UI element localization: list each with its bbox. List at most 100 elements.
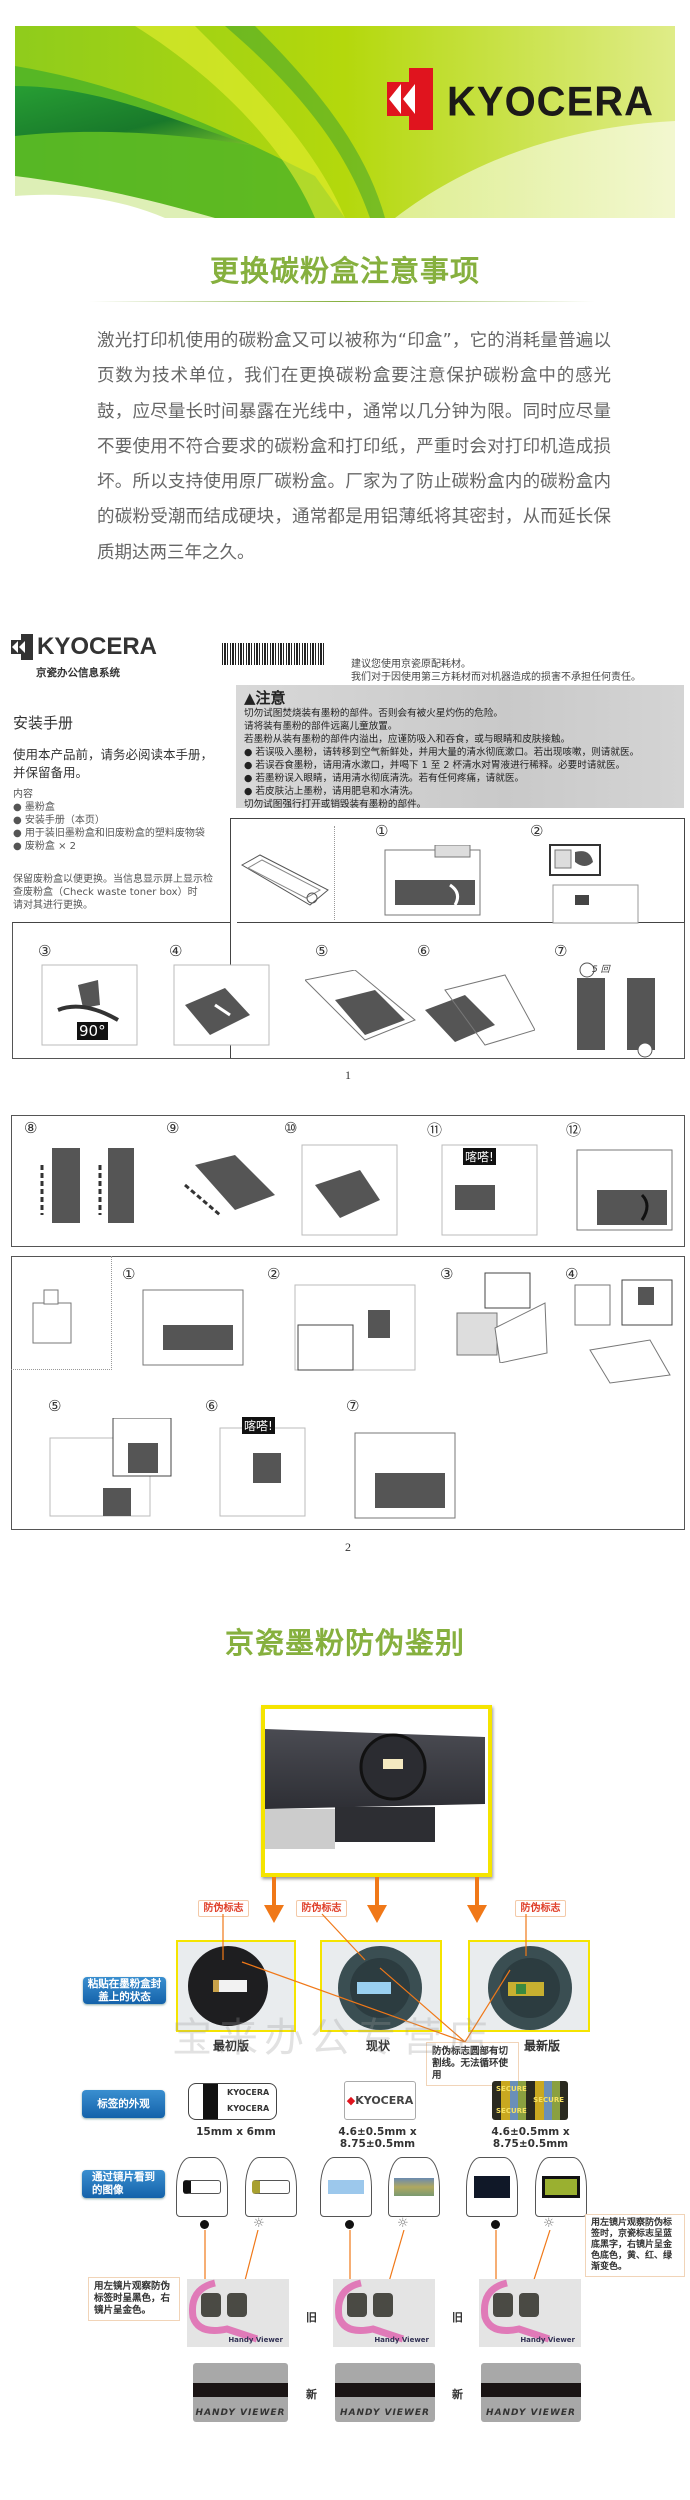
close-front-cover-illustration: [354, 1432, 456, 1519]
step-number: ④: [169, 942, 183, 960]
contents-item: 安装手册（本页）: [24, 815, 105, 826]
handy-viewer-new: HANDY VIEWER: [335, 2363, 435, 2422]
manual-brand: KYOCERA: [37, 633, 158, 660]
manual-intro: 使用本产品前，请务必阅读本手册， 并保留备用。: [13, 746, 213, 782]
intro-line: 使用本产品前，请务必阅读本手册，: [13, 747, 214, 762]
handy-viewer-new: HANDY VIEWER: [481, 2363, 581, 2422]
intro-line: 并保留备用。: [13, 765, 89, 780]
manual-notice: 建议您使用京瓷原配耗材。 我们对于因使用第三方耗材而对机器造成的损害不承担任何责…: [351, 658, 641, 684]
version-caption: 现状: [365, 2039, 390, 2053]
handy-viewer-text: Handy Viewer: [374, 2336, 429, 2344]
section-title-anti-counterfeit: 京瓷墨粉防伪鉴别: [224, 1626, 465, 1660]
shake-toner-illustration: [577, 962, 655, 1058]
step-number: ⑫: [566, 1121, 582, 1139]
manual-company: 京瓷办公信息系统: [36, 667, 120, 679]
row-label-lens-view: 通过镜片看到的图像: [82, 2170, 165, 2198]
contents-label: 内容: [13, 789, 33, 800]
version-caption: 最初版: [212, 2039, 249, 2053]
step-number: ⑧: [24, 1119, 38, 1137]
steps-frame-8-12: [11, 1115, 685, 1247]
click-label: 喀嗒!: [242, 1417, 275, 1434]
caution-line: ● 若皮肤沾上墨粉，请用肥皂和水清洗。: [244, 786, 419, 797]
shake-count-label: 5 回: [592, 965, 610, 975]
caution-line: 请将装有墨粉的部件远离儿童放置。: [244, 721, 398, 732]
label-brand-text: KYOCERA: [227, 2088, 270, 2097]
magnifier-viewer-graphic: [334, 2279, 405, 2343]
close-cover-illustration: [576, 1149, 673, 1231]
install-waste-box-illustration: [574, 1279, 673, 1384]
label-sample-original: KYOCERA KYOCERA: [188, 2083, 277, 2120]
kyocera-banner: [15, 26, 675, 218]
open-front-cover-illustration: [142, 1289, 244, 1366]
lens-view-right: [388, 2157, 440, 2217]
caution-line: ● 若误吞食墨粉，请用清水漱口，并喝下 1 至 2 杯清水对胃液进行稀释。必要时…: [244, 760, 626, 771]
contents-item: 废粉盒 × 2: [24, 841, 77, 852]
row-label-appearance: 标签的外观: [82, 2090, 165, 2118]
watermark: 宝来办公专营店: [172, 2015, 494, 2061]
handy-viewer-text: HANDY VIEWER: [195, 2408, 286, 2418]
black-strip: [203, 2084, 218, 2119]
kyocera-wordmark: KYOCERA: [447, 78, 655, 126]
handy-viewer-old: Handy Viewer: [333, 2279, 435, 2347]
dark-lens-icon: [200, 2220, 209, 2229]
title-divider: [89, 301, 595, 302]
cut-line-callout: 防伪标志圆部有切割线。无法循环使用: [426, 2042, 519, 2086]
note-line: 请对其进行更换。: [13, 900, 93, 911]
viewer-window-bar: [193, 2383, 288, 2397]
magnifier-viewer-graphic: [188, 2279, 259, 2343]
handy-viewer-text: Handy Viewer: [520, 2336, 575, 2344]
remove-toner-illustration: [173, 964, 270, 1046]
frame-joint: [231, 919, 237, 925]
step-number: ①: [122, 1265, 136, 1283]
label-sample-current: ◆KYOCERA: [344, 2081, 416, 2120]
note-line: 查废粉盒（Check waste toner box）时: [13, 887, 198, 898]
manual-title: 安装手册: [13, 714, 74, 732]
caution-heading: ▲注意: [244, 689, 676, 707]
toner-cartridge-illustration: [240, 854, 329, 906]
dark-lens-icon: [345, 2220, 354, 2229]
bag-toner-illustration: [305, 970, 535, 1046]
push-waste-box-illustration: [219, 1427, 306, 1517]
step-number: ⑤: [48, 1397, 62, 1415]
step-number: ③: [440, 1265, 454, 1283]
lens-view-left: [176, 2157, 228, 2217]
steps-frame-bottom: [12, 922, 685, 1059]
warning-triangle-icon: ▲: [244, 689, 256, 707]
note-line: 保留废粉盒以便更换。当信息显示屏上显示检: [13, 874, 213, 885]
viewer-window-bar: [481, 2383, 581, 2397]
anti-counterfeit-marker-label: 防伪标志: [515, 1900, 566, 1917]
shake-vertical-illustration: [40, 1148, 134, 1223]
step-number: ⑦: [346, 1397, 360, 1415]
handy-viewer-text: HANDY VIEWER: [340, 2408, 430, 2418]
old-label: 旧: [306, 2311, 317, 2324]
waste-box-panel: [11, 1256, 112, 1370]
label-brand-text: KYOCERA: [355, 2094, 414, 2107]
viewer-window-bar: [335, 2383, 435, 2397]
angle-90-label: 90°: [77, 1022, 108, 1040]
orange-arrows: [264, 1877, 487, 1923]
steps-frame-page2: [11, 1256, 685, 1530]
shake-horizontal-illustration: [184, 1155, 275, 1217]
label-brand-text: KYOCERA: [227, 2104, 270, 2113]
version-caption: 最新版: [523, 2039, 560, 2053]
caution-title: 注意: [255, 689, 286, 707]
toner-lever-illustration: [549, 844, 639, 924]
step-number: ②: [267, 1265, 281, 1283]
handy-viewer-old: Handy Viewer: [187, 2279, 289, 2347]
label-size: 4.6±0.5mm x 8.75±0.5mm: [338, 2126, 417, 2150]
handy-viewer-new: HANDY VIEWER: [193, 2363, 288, 2422]
note-right-callout: 用左镜片观察防伪标签时，京瓷标志呈蓝底黑字，右镜片呈金色底色，黄、红、绿渐变色。: [585, 2214, 685, 2277]
lens-view-left: [320, 2157, 372, 2217]
lens-view-left: [466, 2157, 518, 2217]
callout-lines: [222, 1913, 527, 2043]
notice-line: 建议您使用京瓷原配耗材。: [351, 659, 471, 670]
magnifier-viewer-graphic: [480, 2279, 551, 2343]
dark-lens-icon: [491, 2220, 500, 2229]
caution-line: 切勿试图强行打开或销毁装有墨粉的部件。: [244, 799, 427, 810]
step-number: ⑥: [417, 942, 431, 960]
page-number: 2: [345, 1540, 351, 1554]
lens-view-right: [535, 2157, 587, 2217]
bag-waste-box-illustration: [456, 1272, 548, 1363]
caution-line: ● 若误吸入墨粉，请转移到空气新鲜处，并用大量的清水彻底漱口。若出现咳嗽，则请就…: [244, 747, 640, 758]
toner-cartridge-photo: [265, 1729, 485, 1849]
